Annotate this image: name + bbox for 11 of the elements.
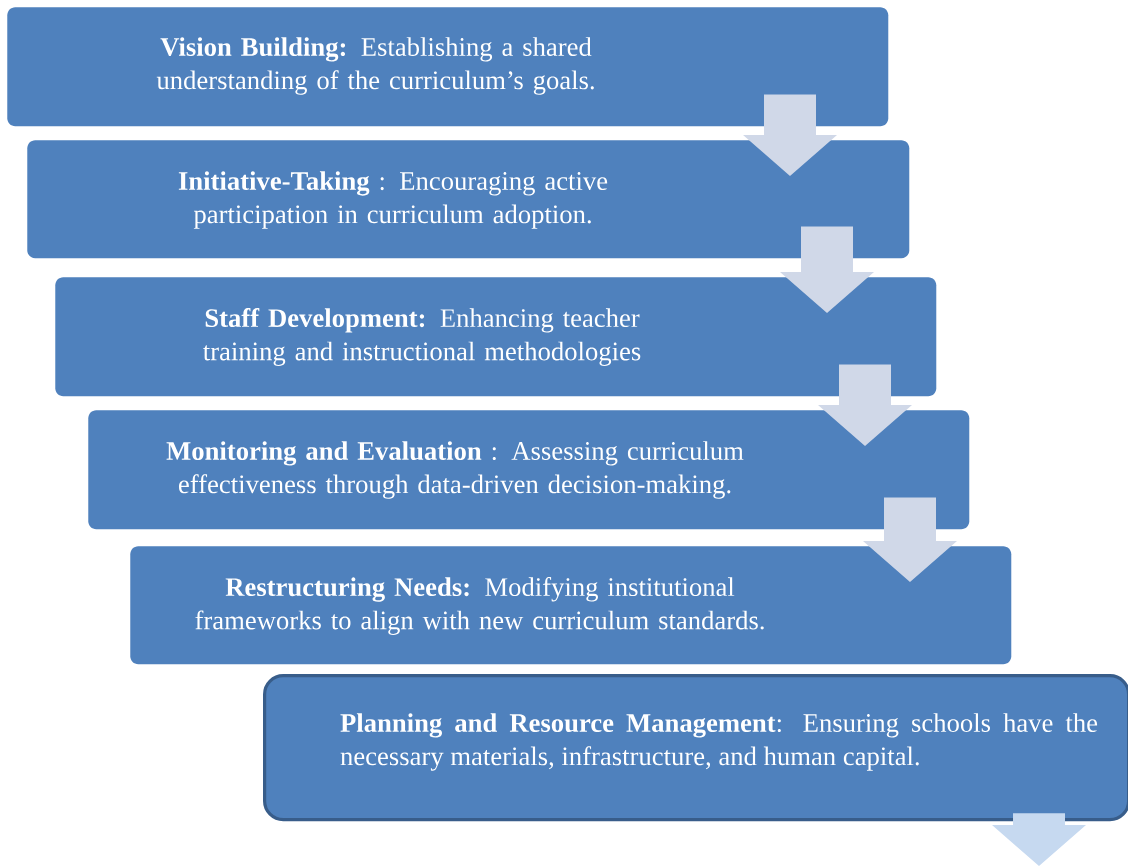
block-arrow	[743, 94, 837, 176]
process-box: Staff Development: Enhancing teacher training and instructional methodologies	[55, 277, 937, 397]
process-box: Initiative-Taking : Encouraging active participation in curriculum adoption.	[27, 140, 910, 259]
block-arrow	[992, 813, 1086, 866]
block-arrow	[863, 497, 957, 582]
process-box: Restructuring Needs: Modifying institutional frameworks to align with new curriculum standards.	[130, 546, 1012, 665]
process-box: Planning and Resource Management: Ensuring schools have the necessary materials, infrastructure, and human capital.	[263, 674, 1128, 822]
process-box: Vision Building: Establishing a shared understanding of the curriculum’s goals.	[7, 7, 889, 127]
process-box: Monitoring and Evaluation : Assessing curriculum effectiveness through data-driven decision-making.	[88, 410, 970, 530]
block-arrow	[780, 226, 874, 313]
block-arrow	[818, 364, 912, 446]
